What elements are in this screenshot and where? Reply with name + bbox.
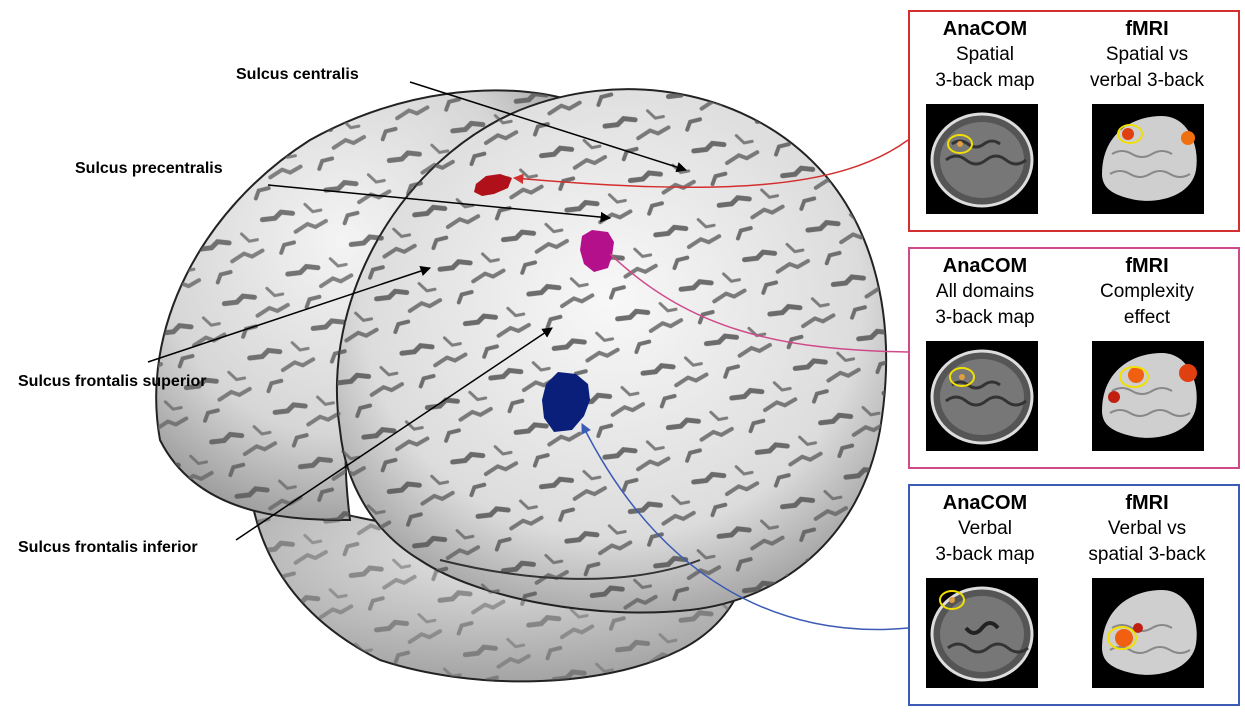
anacom-axial-slice-image	[926, 341, 1038, 451]
fmri-brain-render-image	[1092, 341, 1204, 451]
anacom-line-2: 3-back map	[920, 542, 1050, 568]
label-sulcus-centralis: Sulcus centralis	[236, 66, 359, 84]
label-sulcus-frontalis-superior: Sulcus frontalis superior	[18, 373, 206, 391]
anacom-line-2: 3-back map	[920, 68, 1050, 94]
panel-spatial: AnaCOM Spatial 3-back map fMRI Spatial v…	[908, 10, 1240, 232]
panel-verbal: AnaCOM Verbal 3-back map fMRI Verbal vs …	[908, 484, 1240, 706]
anacom-column: AnaCOM All domains 3-back map	[920, 253, 1050, 331]
fmri-line-1: Spatial vs	[1082, 42, 1212, 68]
fmri-line-2: verbal 3-back	[1082, 68, 1212, 94]
label-sulcus-frontalis-inferior: Sulcus frontalis inferior	[18, 539, 198, 557]
fmri-column: fMRI Spatial vs verbal 3-back	[1082, 16, 1212, 94]
fmri-heading: fMRI	[1082, 490, 1212, 516]
fmri-heading: fMRI	[1082, 253, 1212, 279]
anacom-column: AnaCOM Verbal 3-back map	[920, 490, 1050, 568]
anacom-line-2: 3-back map	[920, 305, 1050, 331]
fmri-line-1: Complexity	[1082, 279, 1212, 305]
panel-all-domains: AnaCOM All domains 3-back map fMRI Compl…	[908, 247, 1240, 469]
anacom-column: AnaCOM Spatial 3-back map	[920, 16, 1050, 94]
anacom-heading: AnaCOM	[920, 253, 1050, 279]
fmri-brain-render-image	[1092, 578, 1204, 688]
anacom-axial-slice-image	[926, 104, 1038, 214]
anacom-heading: AnaCOM	[920, 490, 1050, 516]
anacom-heading: AnaCOM	[920, 16, 1050, 42]
fmri-column: fMRI Complexity effect	[1082, 253, 1212, 331]
fmri-line-1: Verbal vs	[1082, 516, 1212, 542]
fmri-brain-render-image	[1092, 104, 1204, 214]
brain-surface-render	[0, 0, 910, 712]
fmri-line-2: effect	[1082, 305, 1212, 331]
anacom-line-1: Spatial	[920, 42, 1050, 68]
anacom-axial-slice-image	[926, 578, 1038, 688]
anacom-line-1: Verbal	[920, 516, 1050, 542]
anacom-line-1: All domains	[920, 279, 1050, 305]
label-sulcus-precentralis: Sulcus precentralis	[75, 160, 223, 178]
fmri-column: fMRI Verbal vs spatial 3-back	[1082, 490, 1212, 568]
fmri-line-2: spatial 3-back	[1082, 542, 1212, 568]
fmri-heading: fMRI	[1082, 16, 1212, 42]
